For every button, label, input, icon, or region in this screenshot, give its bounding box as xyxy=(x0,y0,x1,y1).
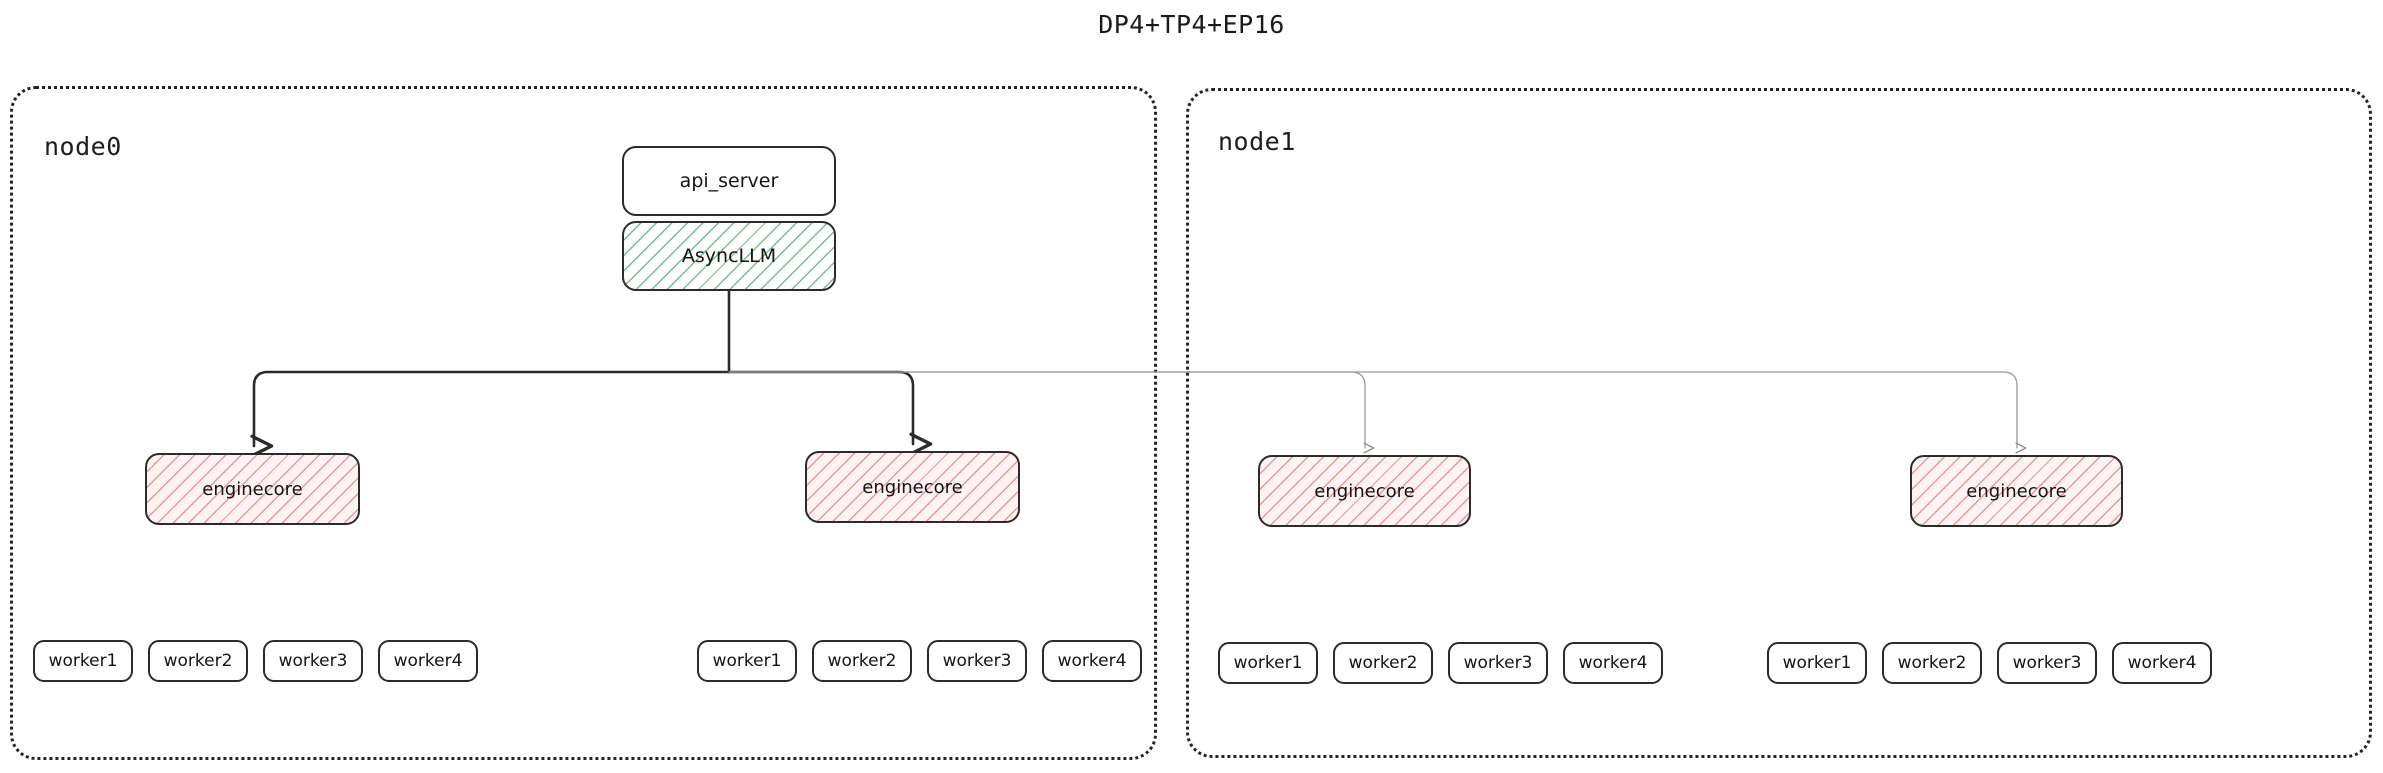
worker-box[interactable]: worker3 xyxy=(263,640,363,682)
worker-box[interactable]: worker3 xyxy=(927,640,1027,682)
enginecore-box[interactable]: enginecore xyxy=(805,451,1020,523)
worker-box[interactable]: worker3 xyxy=(1448,642,1548,684)
api-server-box[interactable]: api_server xyxy=(622,146,836,216)
worker-box[interactable]: worker3 xyxy=(1997,642,2097,684)
async-llm-box[interactable]: AsyncLLM xyxy=(622,221,836,291)
worker-box[interactable]: worker1 xyxy=(33,640,133,682)
worker-box[interactable]: worker2 xyxy=(1882,642,1982,684)
worker-box[interactable]: worker2 xyxy=(1333,642,1433,684)
enginecore-box[interactable]: enginecore xyxy=(1258,455,1471,527)
node-label-node0: node0 xyxy=(44,132,122,161)
worker-box[interactable]: worker2 xyxy=(812,640,912,682)
worker-box[interactable]: worker4 xyxy=(1042,640,1142,682)
worker-box[interactable]: worker1 xyxy=(1218,642,1318,684)
worker-box[interactable]: worker2 xyxy=(148,640,248,682)
worker-box[interactable]: worker4 xyxy=(1563,642,1663,684)
enginecore-box[interactable]: enginecore xyxy=(145,453,360,525)
worker-box[interactable]: worker1 xyxy=(1767,642,1867,684)
enginecore-box[interactable]: enginecore xyxy=(1910,455,2123,527)
worker-box[interactable]: worker4 xyxy=(378,640,478,682)
worker-box[interactable]: worker4 xyxy=(2112,642,2212,684)
worker-box[interactable]: worker1 xyxy=(697,640,797,682)
node-label-node1: node1 xyxy=(1218,127,1296,156)
page-title: DP4+TP4+EP16 xyxy=(1098,10,1285,39)
